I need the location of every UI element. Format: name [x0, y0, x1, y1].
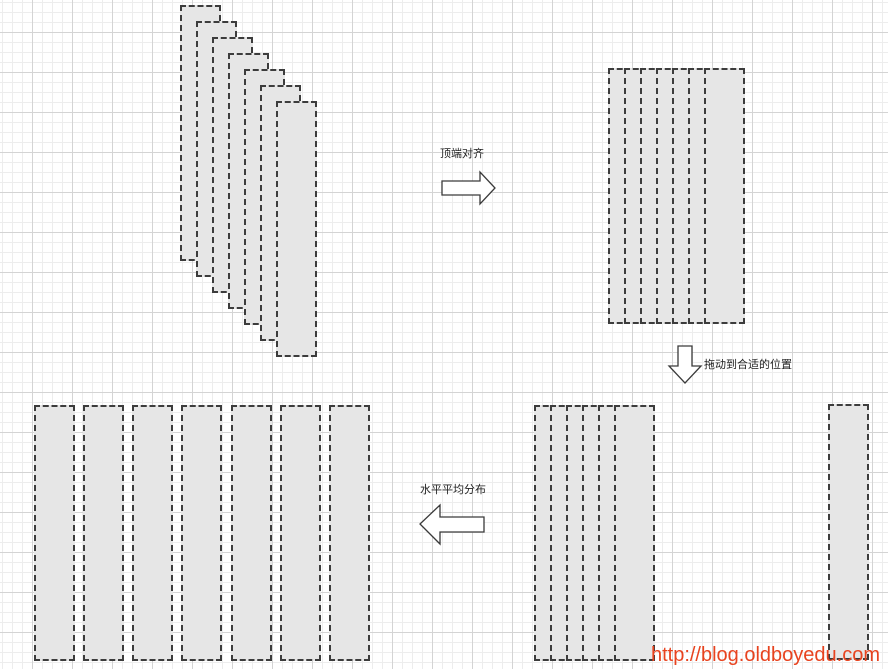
distributed-rect-6 [280, 405, 321, 661]
arrow-left-icon [419, 503, 485, 546]
arrow-down-icon [667, 345, 703, 384]
dragged-rect-6 [614, 405, 655, 661]
distributed-rect-1 [34, 405, 75, 661]
watermark-url: http://blog.oldboyedu.com [650, 644, 880, 666]
step-label-drag: 拖动到合适的位置 [704, 358, 792, 371]
stagger-rect-7 [276, 101, 317, 357]
step-label-top-align: 顶端对齐 [440, 147, 484, 160]
distributed-rect-5 [231, 405, 272, 661]
dragged-rect-7 [828, 404, 869, 660]
step-label-distribute: 水平平均分布 [420, 483, 486, 496]
distributed-rect-7 [329, 405, 370, 661]
distributed-rect-4 [181, 405, 222, 661]
arrow-right-icon [441, 170, 496, 206]
aligned-rect-7 [704, 68, 745, 324]
distributed-rect-2 [83, 405, 124, 661]
distributed-rect-3 [132, 405, 173, 661]
